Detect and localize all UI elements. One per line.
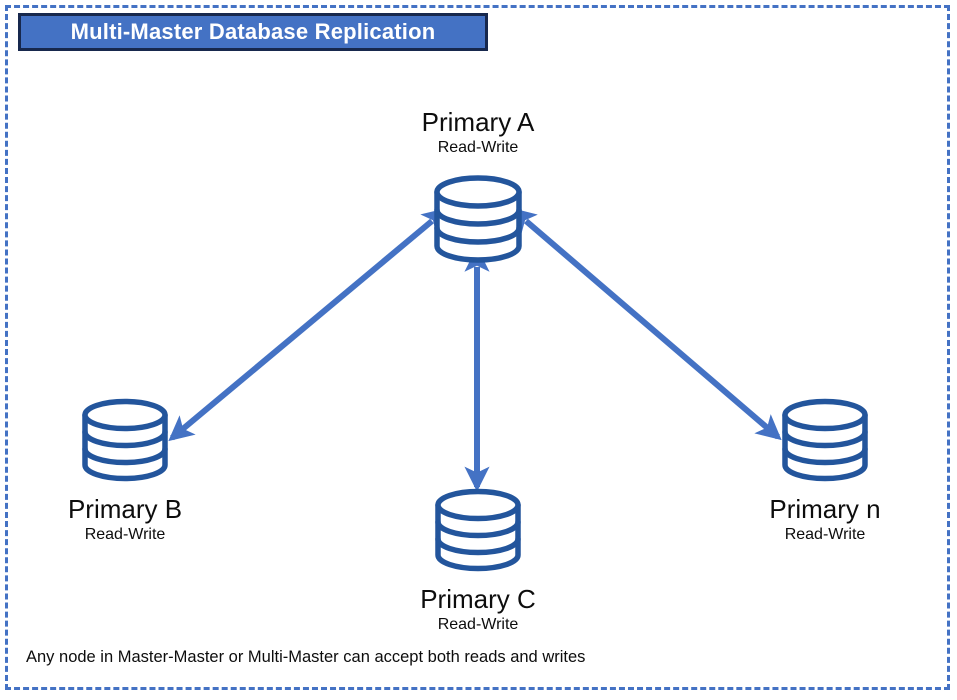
node-name-primary-c: Primary C <box>420 584 536 614</box>
arrow-primary-a-to-primary-b <box>168 207 448 442</box>
node-role-primary-n: Read-Write <box>784 526 866 544</box>
node-label-primary-a: Primary A Read-Write <box>378 107 578 157</box>
page-title: Multi-Master Database Replication <box>70 19 436 44</box>
node-name-primary-b: Primary B <box>67 494 183 524</box>
diagram-title-banner: Multi-Master Database Replication <box>18 13 488 51</box>
database-cylinder-icon-primary-c[interactable] <box>435 488 521 572</box>
node-role-primary-c: Read-Write <box>437 616 519 634</box>
node-name-primary-n: Primary n <box>769 494 881 524</box>
node-name-primary-a: Primary A <box>421 107 535 137</box>
diagram-caption: Any node in Master-Master or Multi-Maste… <box>26 648 586 666</box>
node-label-primary-n: Primary n Read-Write <box>725 494 925 544</box>
node-role-primary-a: Read-Write <box>437 139 519 157</box>
database-cylinder-icon-primary-b[interactable] <box>82 398 168 482</box>
node-label-primary-b: Primary B Read-Write <box>25 494 225 544</box>
database-cylinder-icon-primary-a[interactable] <box>434 175 522 263</box>
node-role-primary-b: Read-Write <box>84 526 166 544</box>
connection-arrows <box>168 207 782 492</box>
database-cylinder-icon-primary-n[interactable] <box>782 398 868 482</box>
node-label-primary-c: Primary C Read-Write <box>378 584 578 634</box>
arrow-primary-a-to-primary-n <box>510 207 782 441</box>
